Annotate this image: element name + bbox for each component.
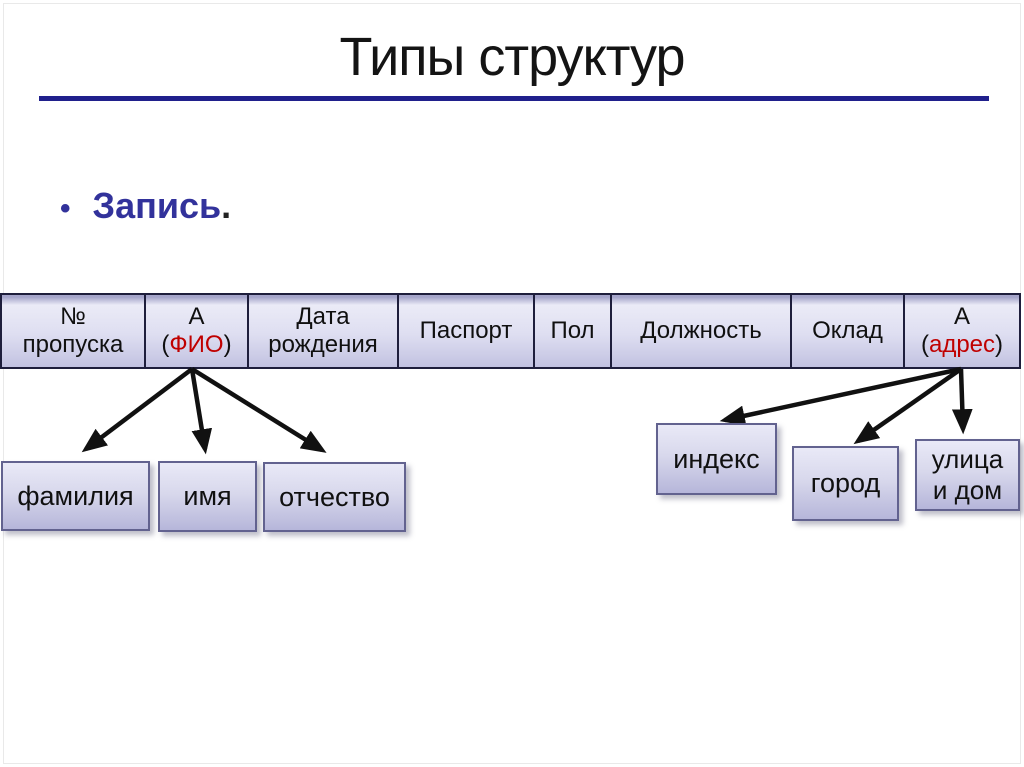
bullet-marker: • bbox=[60, 192, 71, 225]
cell-line: Оклад bbox=[812, 317, 883, 345]
cell-line: Пол bbox=[550, 317, 595, 345]
arrow-fio-to-patronymic bbox=[190, 367, 327, 453]
paren-open: ( bbox=[920, 331, 929, 358]
box-city: город bbox=[792, 446, 899, 521]
cell-line: Паспорт bbox=[419, 317, 513, 345]
cell-line: рождения bbox=[268, 331, 378, 358]
box-surname: фамилия bbox=[1, 461, 150, 531]
box-label: фамилия bbox=[17, 480, 134, 511]
record-cell-address: А (адрес) bbox=[905, 295, 1019, 367]
paren-close: ) bbox=[223, 331, 232, 358]
cell-line: Должность bbox=[640, 317, 762, 345]
record-cell-fio: А (ФИО) bbox=[146, 295, 249, 367]
cell-line: (ФИО) bbox=[161, 331, 231, 359]
cell-line: (адрес) bbox=[921, 331, 1003, 359]
arrow-fio-to-surname bbox=[81, 367, 194, 453]
cell-line: Дата bbox=[296, 303, 350, 331]
cell-line: А bbox=[188, 303, 205, 331]
record-cell-passport: Паспорт bbox=[399, 295, 535, 367]
arrow-fio-to-name bbox=[189, 368, 213, 455]
arrow-address-to-zip bbox=[719, 366, 962, 426]
box-patronymic: отчество bbox=[263, 462, 406, 532]
address-red-label: адрес bbox=[928, 331, 996, 358]
cell-line: А bbox=[953, 303, 970, 331]
record-cell-birthdate: Дата рождения bbox=[249, 295, 399, 367]
box-label: имя bbox=[183, 481, 232, 512]
slide-title: Типы структур bbox=[339, 27, 686, 87]
box-street-house: улица и дом bbox=[915, 439, 1020, 511]
arrow-address-to-city bbox=[853, 367, 963, 445]
box-label: улица bbox=[931, 443, 1004, 474]
box-name: имя bbox=[158, 461, 257, 532]
bullet-text: Запись bbox=[92, 185, 222, 226]
cell-line: пропуска bbox=[22, 331, 124, 358]
cell-line: № bbox=[60, 303, 86, 331]
fio-red-label: ФИО bbox=[169, 331, 224, 358]
title-underline bbox=[39, 96, 989, 101]
record-field-row: № пропуска А (ФИО) Дата рождения Паспорт… bbox=[0, 293, 1021, 369]
paren-open: ( bbox=[161, 331, 170, 358]
bullet-period: . bbox=[221, 185, 232, 226]
arrow-address-to-street bbox=[951, 368, 973, 435]
box-label: город bbox=[810, 468, 881, 499]
record-cell-salary: Оклад bbox=[792, 295, 905, 367]
box-label: и дом bbox=[932, 475, 1003, 505]
bullet-item: • Запись. bbox=[60, 185, 231, 227]
slide-border bbox=[3, 3, 1021, 764]
record-cell-pass-number: № пропуска bbox=[2, 295, 146, 367]
paren-close: ) bbox=[995, 331, 1004, 358]
box-label: индекс bbox=[673, 443, 760, 474]
record-cell-position: Должность bbox=[612, 295, 792, 367]
box-zip-index: индекс bbox=[656, 423, 777, 495]
record-cell-gender: Пол bbox=[535, 295, 612, 367]
box-label: отчество bbox=[279, 481, 390, 512]
